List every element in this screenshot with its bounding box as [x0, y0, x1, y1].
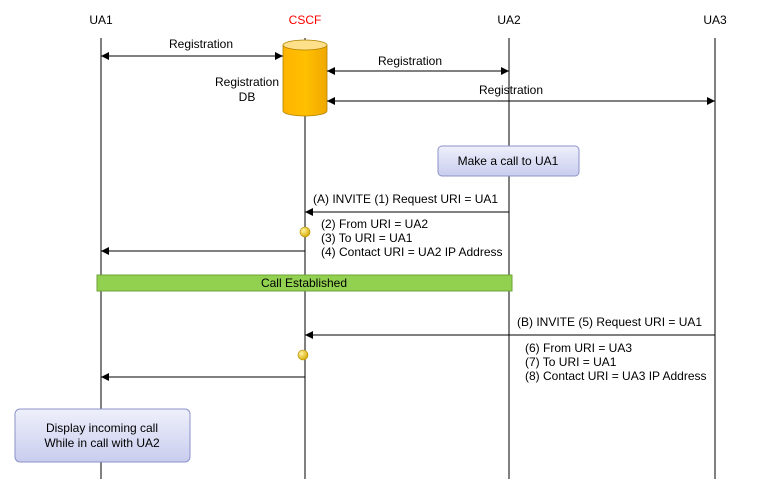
invite-a-from: (2) From URI = UA2: [321, 217, 428, 231]
call-established-label: Call Established: [261, 276, 347, 290]
cscf-processing-dot-b: [297, 349, 309, 361]
call-established-bar: Call Established: [96, 274, 513, 292]
lifeline-label-cscf: CSCF: [289, 13, 322, 27]
registration-db-label-line2: DB: [239, 90, 256, 104]
registration-label-ua1: Registration: [169, 37, 233, 51]
invite-b-label: (B) INVITE (5) Request URI = UA1: [517, 315, 702, 329]
invite-a-label: (A) INVITE (1) Request URI = UA1: [313, 192, 498, 206]
lifeline-label-ua1: UA1: [89, 13, 113, 27]
note-make-call-text: Make a call to UA1: [458, 154, 559, 168]
invite-b-contact: (8) Contact URI = UA3 IP Address: [525, 369, 707, 383]
note-make-call: Make a call to UA1: [437, 145, 580, 177]
cscf-processing-dot-a: [299, 226, 311, 238]
invite-a-to: (3) To URI = UA1: [321, 231, 413, 245]
registration-label-ua2: Registration: [378, 54, 442, 68]
registration-db-label-line1: Registration: [215, 75, 279, 89]
note-display-line2: While in call with UA2: [44, 436, 160, 450]
lifeline-label-ua2: UA2: [497, 13, 521, 27]
invite-b-to: (7) To URI = UA1: [525, 355, 617, 369]
invite-b-from: (6) From URI = UA3: [525, 341, 632, 355]
note-display-incoming-call: Display incoming call While in call with…: [14, 408, 191, 463]
lifeline-label-ua3: UA3: [703, 13, 727, 27]
note-display-line1: Display incoming call: [46, 421, 158, 435]
invite-a-contact: (4) Contact URI = UA2 IP Address: [321, 245, 503, 259]
registration-db-cylinder-icon: [282, 39, 328, 117]
registration-label-ua3: Registration: [479, 83, 543, 97]
